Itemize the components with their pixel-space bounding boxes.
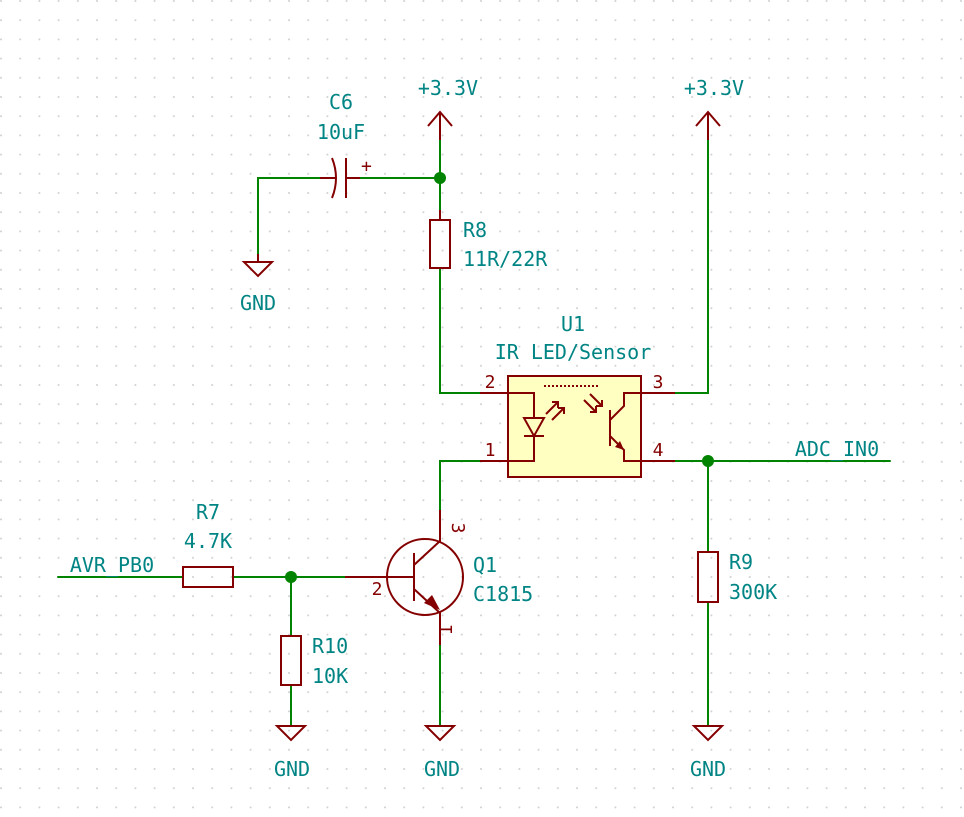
vcc-left-label: +3.3V — [418, 76, 478, 100]
r8-ref: R8 — [463, 218, 487, 242]
gnd-r10-label: GND — [274, 757, 310, 781]
r7-value: 4.7K — [184, 529, 232, 553]
r10-ref: R10 — [312, 634, 348, 658]
junction-vcc — [434, 172, 446, 184]
q1-ref: Q1 — [473, 553, 497, 577]
resistor-r10[interactable]: R10 10K — [280, 634, 348, 688]
c6-ref: C6 — [329, 90, 353, 114]
net-label-avr-pb0[interactable]: AVR_PB0 — [70, 553, 154, 577]
resistor-r7[interactable]: R7 4.7K — [182, 500, 234, 588]
wire-vcc-u1-pin3[interactable] — [674, 139, 709, 394]
r7-ref: R7 — [196, 500, 220, 524]
vcc-right-label: +3.3V — [684, 76, 744, 100]
c6-value: 10uF — [317, 120, 365, 144]
c6-polarity-mark: + — [361, 156, 372, 177]
q1-pin2-num: 2 — [372, 579, 383, 600]
gnd-c6-label: GND — [240, 291, 276, 315]
wire-c6-gnd[interactable] — [257, 177, 321, 259]
transistor-q1[interactable]: 2 3 1 Q1 C1815 — [345, 510, 533, 645]
q1-pin1-num: 1 — [436, 625, 457, 636]
u1-pin1-num: 1 — [485, 440, 496, 461]
r10-value: 10K — [312, 664, 348, 688]
wire-u1-pin1-q1[interactable] — [439, 460, 481, 511]
r8-value: 11R/22R — [463, 247, 548, 271]
r9-value: 300K — [729, 580, 777, 604]
optocoupler-u1[interactable]: 2 1 3 4 U1 IR LED/Sensor — [480, 312, 675, 478]
q1-pin3-num: 3 — [447, 523, 468, 534]
resistor-r8[interactable]: R8 11R/22R — [429, 210, 548, 271]
gnd-c6-symbol[interactable]: GND — [240, 254, 276, 315]
junction-base — [285, 571, 297, 583]
q1-value: C1815 — [473, 582, 533, 606]
u1-ref: U1 — [561, 312, 585, 336]
net-label-adc-in0[interactable]: ADC_IN0 — [795, 437, 879, 461]
u1-pin2-num: 2 — [485, 372, 496, 393]
junction-adc — [702, 455, 714, 467]
vcc-right-symbol[interactable]: +3.3V — [684, 76, 744, 140]
wire-r8-u1-pin2[interactable] — [439, 267, 481, 394]
resistor-r9[interactable]: R9 300K — [697, 550, 777, 604]
gnd-r9-symbol[interactable]: GND — [690, 725, 726, 781]
capacitor-c6[interactable]: + C6 10uF — [317, 90, 372, 199]
vcc-left-symbol[interactable]: +3.3V — [418, 76, 478, 140]
gnd-q1-label: GND — [424, 757, 460, 781]
u1-pin3-num: 3 — [653, 372, 664, 393]
r9-ref: R9 — [729, 550, 753, 574]
u1-value: IR LED/Sensor — [495, 340, 652, 364]
u1-pin4-num: 4 — [653, 440, 664, 461]
gnd-q1-symbol[interactable]: GND — [423, 725, 460, 781]
gnd-r9-label: GND — [690, 757, 726, 781]
gnd-r10-symbol[interactable]: GND — [274, 725, 310, 781]
